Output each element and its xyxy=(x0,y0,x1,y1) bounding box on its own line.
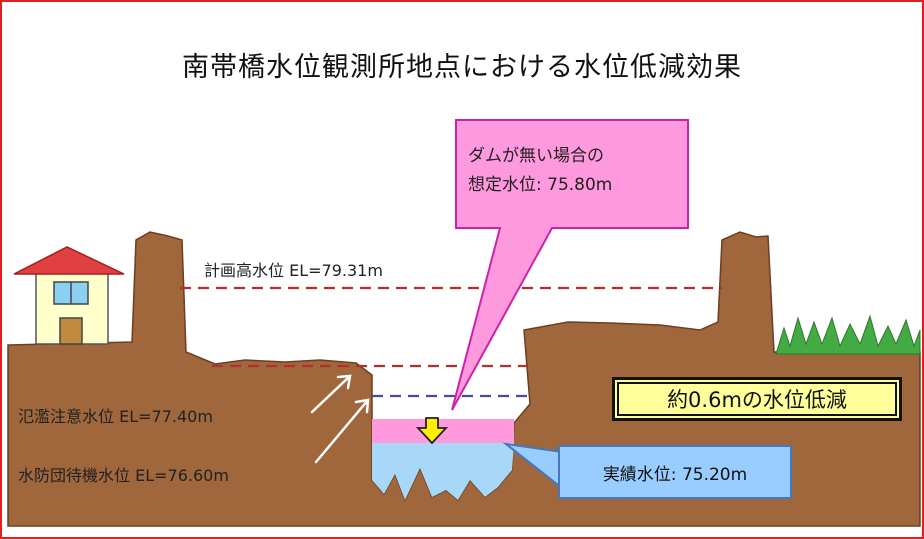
actual-water xyxy=(372,443,514,500)
actual-level-box: 実績水位: 75.20m xyxy=(558,445,792,499)
actual-level-label: 実績水位: 75.20m xyxy=(602,464,748,485)
page-title: 南帯橋水位観測所地点における水位低減効果 xyxy=(182,52,742,83)
reduction-label: 約0.6mの水位低減 xyxy=(667,388,847,412)
callout-bubble xyxy=(451,119,689,411)
callout-text: ダムが無い場合の 想定水位: 75.80m xyxy=(468,146,613,195)
pointer-arrow-icon xyxy=(310,374,370,464)
house-icon xyxy=(13,246,125,345)
standby-label: 水防団待機水位 EL=76.60m xyxy=(18,466,229,485)
flood-warning-label: 氾濫注意水位 EL=77.40m xyxy=(18,407,213,426)
grass-icon xyxy=(775,314,921,355)
plan-high-water-label: 計画高水位 EL=79.31m xyxy=(204,261,383,280)
down-arrow-icon xyxy=(415,417,449,445)
reduction-box: 約0.6mの水位低減 xyxy=(612,377,902,421)
